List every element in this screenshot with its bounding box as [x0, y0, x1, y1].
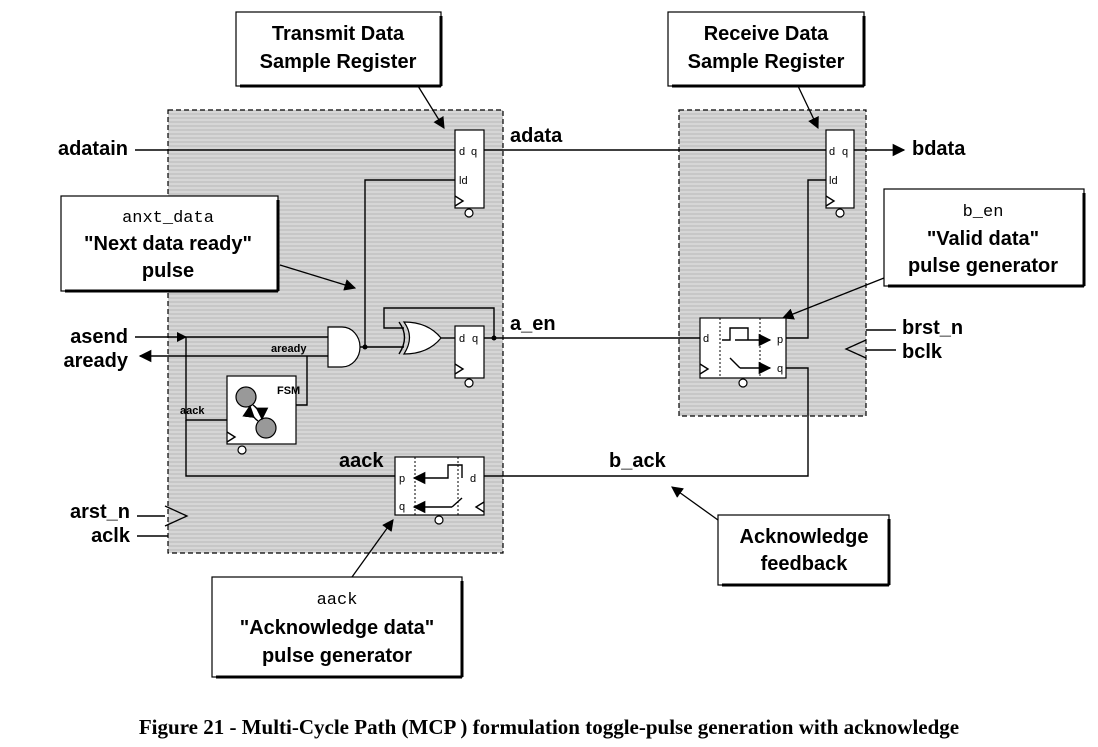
ack-feedback-line1: Acknowledge [740, 526, 869, 548]
anxt-data-signal: anxt_data [122, 209, 214, 228]
ack-feedback-line2: feedback [761, 553, 849, 575]
toggle-q: q [472, 333, 478, 345]
fsm-block: FSM [226, 375, 300, 455]
aready-wire-label: aready [271, 343, 307, 355]
asend-arrow-icon [177, 332, 187, 342]
leader-ack-feedback [671, 486, 719, 521]
fsm-label: FSM [277, 385, 300, 397]
label-b-ack: b_ack [609, 450, 667, 472]
anxt-data-line1: "Next data ready" [84, 233, 252, 255]
b-en-signal: b_en [963, 203, 1004, 222]
receive-register-line1: Receive Data [704, 23, 829, 45]
b-en-line1: "Valid data" [927, 228, 1039, 250]
label-arst-n: arst_n [70, 501, 130, 523]
aack-fsm-label: aack [180, 405, 205, 417]
receive-data-register: d q ld [825, 129, 855, 218]
aclk-port-icon [164, 505, 189, 527]
label-asend: asend [70, 326, 128, 348]
junction-and-out [362, 344, 368, 350]
junction-a-en [491, 335, 497, 341]
aack-pulse-generator: p d q [394, 456, 485, 525]
transmit-register-line1: Transmit Data [272, 23, 405, 45]
and-gate [327, 326, 361, 368]
b-en-p: p [777, 334, 783, 346]
transmit-data-register: d q ld [454, 129, 485, 218]
leader-b-en [781, 277, 885, 320]
b-en-d: d [703, 333, 709, 345]
bclk-port-icon [844, 339, 867, 359]
leader-aack [351, 519, 394, 578]
label-brst-n: brst_n [902, 317, 963, 339]
callout-transmit-register: Transmit Data Sample Register [235, 11, 443, 88]
anxt-data-line2: pulse [142, 260, 194, 282]
callout-b-en: b_en "Valid data" pulse generator [883, 188, 1086, 288]
rx-reg-q: q [842, 146, 848, 158]
tx-reg-ld: ld [459, 175, 468, 187]
callout-ack-feedback: Acknowledge feedback [717, 514, 891, 587]
label-bdata: bdata [912, 138, 966, 160]
aack-line2: pulse generator [262, 645, 412, 667]
aack-gen-p: p [399, 473, 405, 485]
b-en-line2: pulse generator [908, 255, 1058, 277]
label-aready: aready [64, 350, 129, 372]
label-bclk: bclk [902, 341, 943, 363]
wire-anxt-data-ld [364, 179, 455, 347]
callout-aack: aack "Acknowledge data" pulse generator [211, 576, 464, 679]
wire-aack-return [185, 420, 395, 477]
toggle-d: d [459, 333, 465, 345]
aack-gen-q: q [399, 501, 405, 513]
toggle-flip-flop: d q [454, 325, 485, 388]
aack-signal: aack [317, 591, 358, 610]
transmit-register-line2: Sample Register [260, 51, 417, 73]
aack-line1: "Acknowledge data" [240, 617, 435, 639]
label-aack: aack [339, 450, 384, 472]
b-en-pulse-generator: d p q [699, 317, 787, 388]
figure-caption: Figure 21 - Multi-Cycle Path (MCP ) form… [139, 715, 959, 739]
wire-b-ack [484, 367, 809, 477]
aack-gen-d: d [470, 473, 476, 485]
leader-receive-register [797, 85, 819, 130]
fsm-state-1-icon [235, 386, 257, 408]
callout-receive-register: Receive Data Sample Register [667, 11, 866, 88]
label-adata: adata [510, 125, 563, 147]
wire-b-en-ld [786, 179, 826, 339]
leader-transmit-register [417, 85, 445, 129]
label-a-en: a_en [510, 313, 556, 335]
b-en-q: q [777, 363, 783, 375]
tx-reg-q: q [471, 146, 477, 158]
leader-anxt-data [279, 264, 357, 291]
rx-reg-d: d [829, 146, 835, 158]
tx-reg-d: d [459, 146, 465, 158]
receive-register-line2: Sample Register [688, 51, 845, 73]
callout-anxt-data: anxt_data "Next data ready" pulse [60, 195, 280, 293]
xor-gate [398, 321, 442, 355]
fsm-state-2-icon [255, 417, 277, 439]
label-aclk: aclk [91, 525, 131, 547]
label-adatain: adatain [58, 138, 128, 160]
wire-fsm-aready [296, 356, 308, 406]
rx-reg-ld: ld [829, 175, 838, 187]
